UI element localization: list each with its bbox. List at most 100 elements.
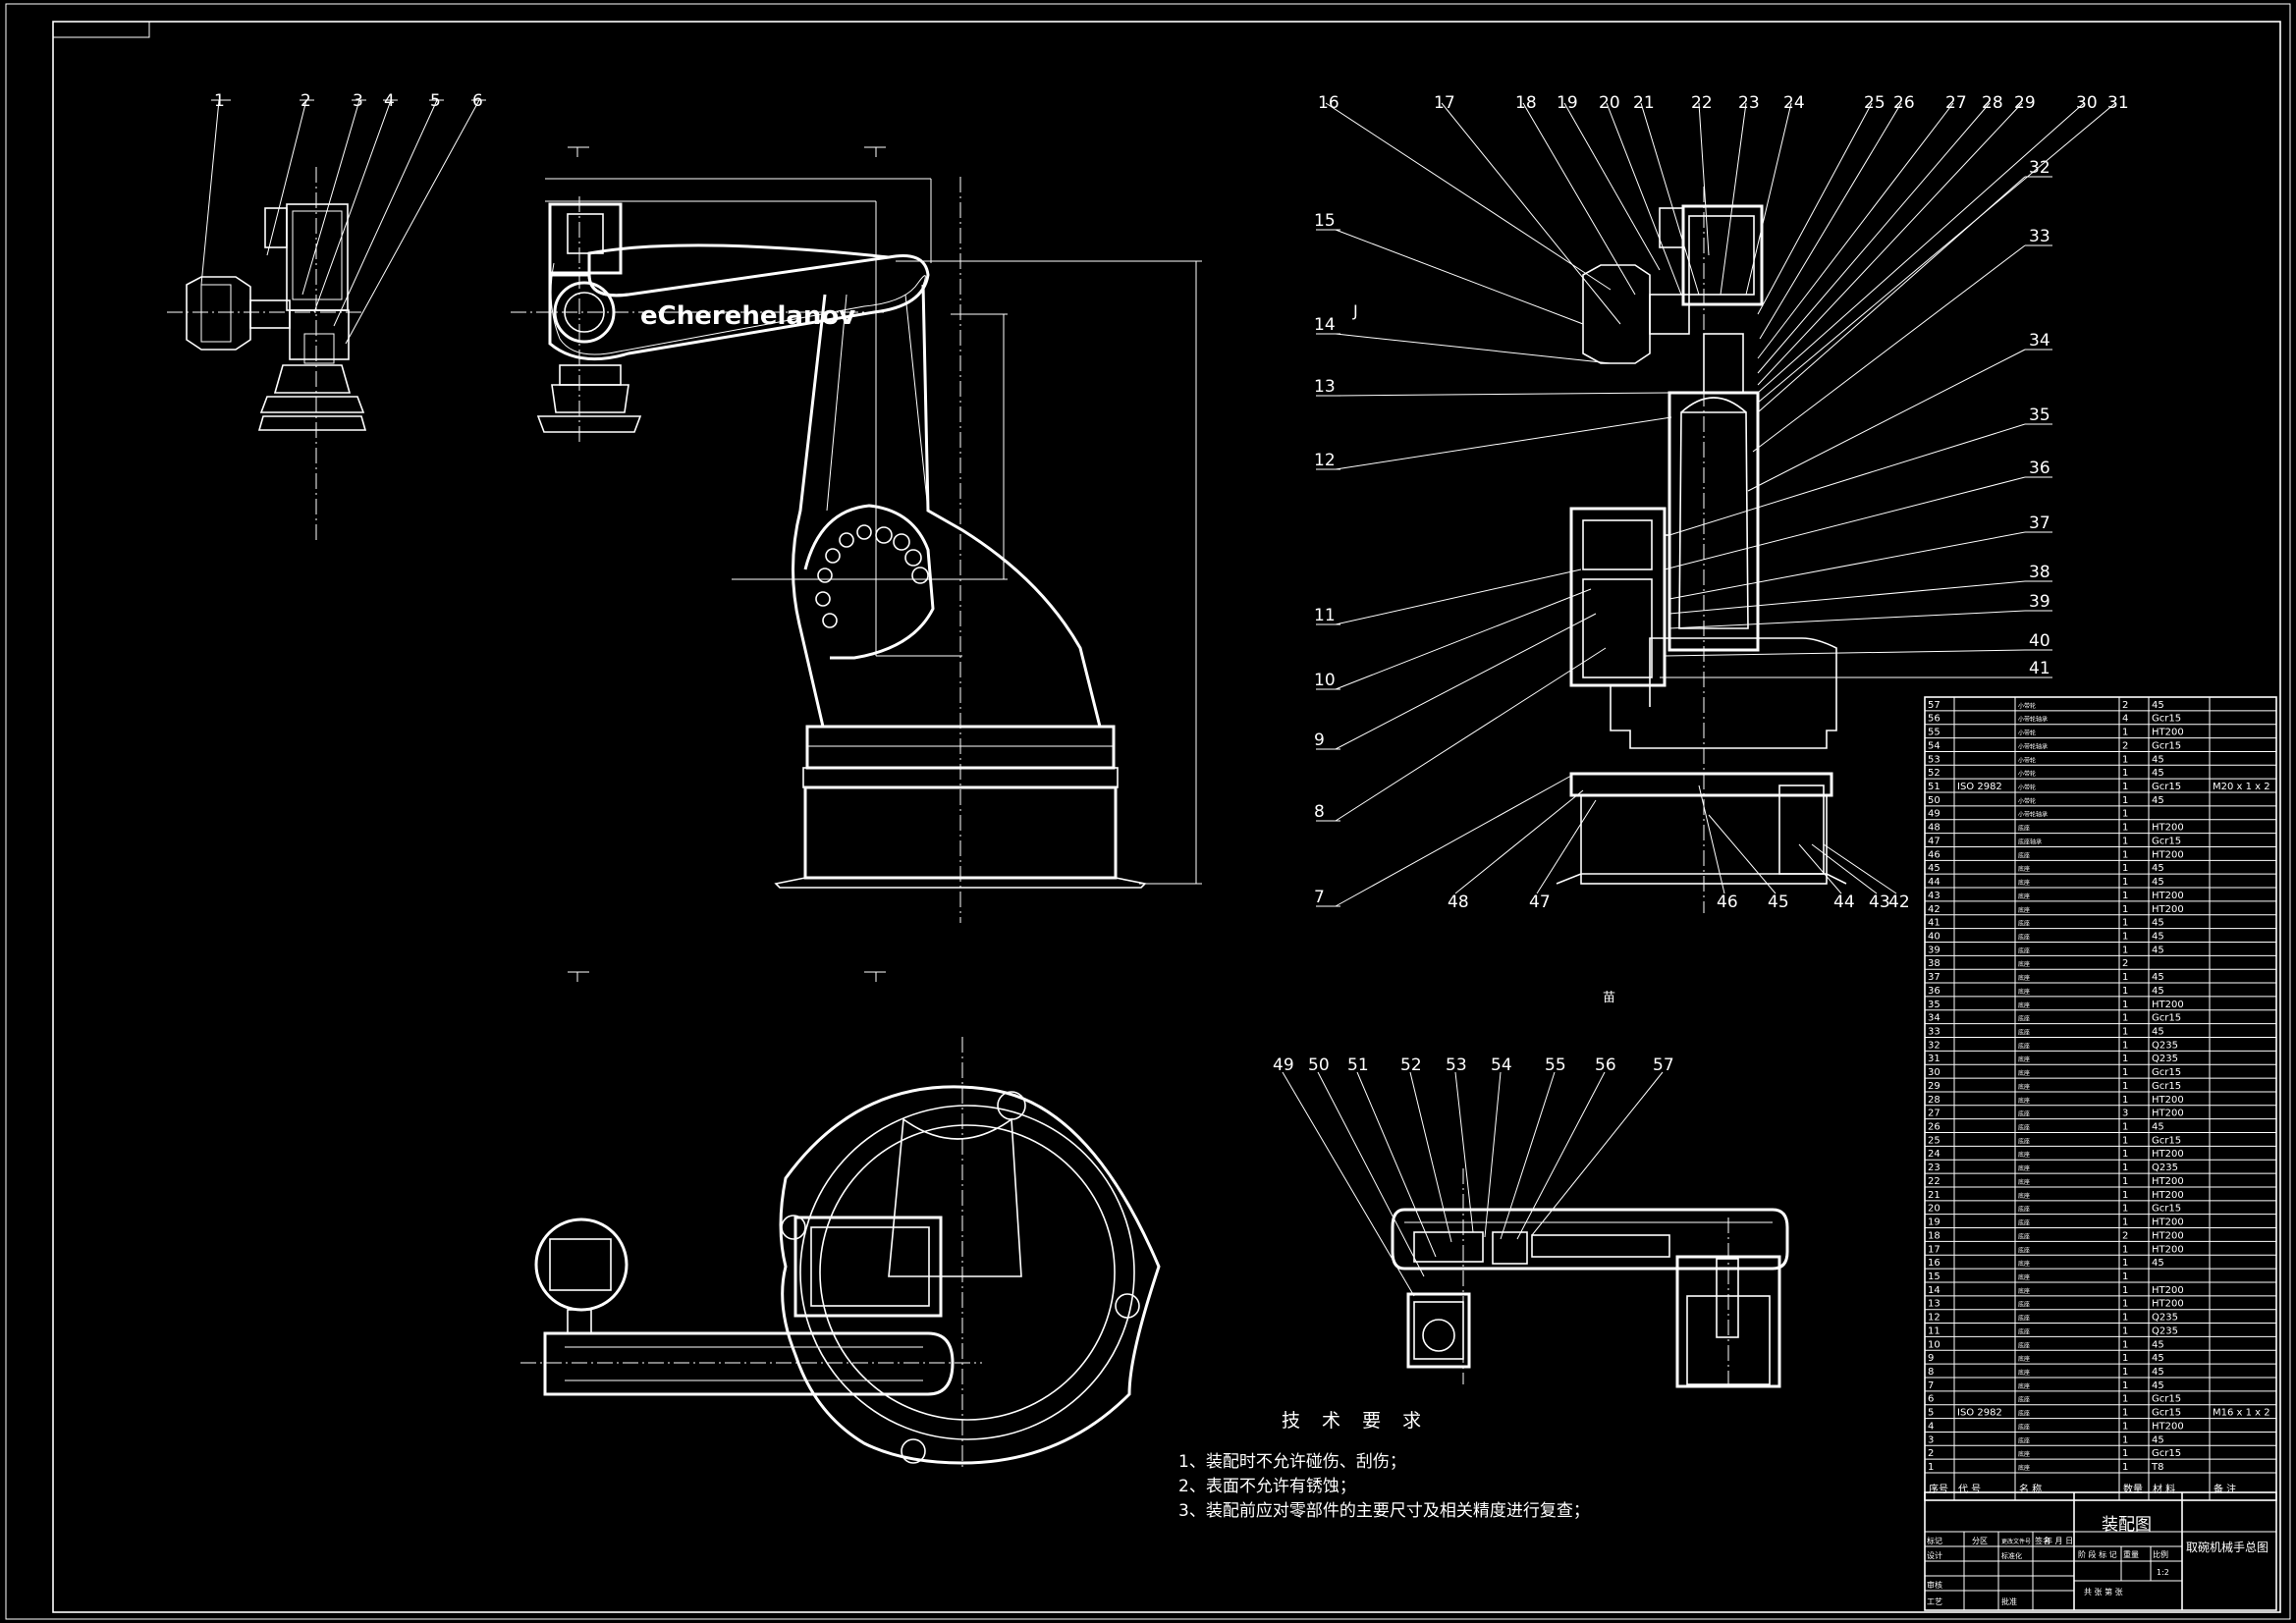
- approve-label: 批准: [2001, 1596, 2017, 1606]
- craft-label: 工艺: [1927, 1597, 1942, 1606]
- callout-14: 14: [1314, 315, 1336, 335]
- bom-cell-name: 底座: [2018, 1232, 2030, 1240]
- callout-15: 15: [1314, 211, 1336, 231]
- bom-cell-qty: 1: [2122, 986, 2128, 997]
- bom-cell-name: 小带轮轴承: [2018, 742, 2048, 750]
- std-label: 标准化: [2001, 1551, 2022, 1560]
- bom-cell-qty: 1: [2122, 1258, 2128, 1269]
- bom-cell-qty: 1: [2122, 1408, 2128, 1419]
- bom-cell-qty: 1: [2122, 945, 2128, 955]
- bom-cell-mat: Q235: [2152, 1325, 2178, 1336]
- bom-cell-mat: HT200: [2152, 823, 2184, 834]
- callout-49: 49: [1273, 1055, 1294, 1075]
- bom-cell-no: 23: [1928, 1163, 1941, 1173]
- bom-cell-no: 47: [1928, 836, 1941, 846]
- bom-cell-name: 底座: [2018, 1464, 2030, 1472]
- bom-cell-mat: HT200: [2152, 1244, 2184, 1255]
- callout-30: 30: [2076, 93, 2098, 113]
- callout-28: 28: [1982, 93, 2003, 113]
- bom-cell-name: 底座: [2018, 1436, 2030, 1444]
- bom-cell-mat: 45: [2152, 1258, 2164, 1269]
- bom-cell-no: 12: [1928, 1313, 1941, 1324]
- bom-cell-name: 小带轮: [2018, 797, 2036, 805]
- bom-cell-mat: Q235: [2152, 1163, 2178, 1173]
- bom-cell-name: 底座: [2018, 906, 2030, 914]
- bom-cell-qty: 1: [2122, 1353, 2128, 1364]
- callout-13: 13: [1314, 377, 1336, 397]
- callout-38: 38: [2029, 563, 2050, 582]
- callout-19: 19: [1557, 93, 1578, 113]
- bom-cell-no: 56: [1928, 714, 1941, 725]
- bom-cell-name: 底座: [2018, 1015, 2030, 1023]
- callout-8: 8: [1314, 802, 1325, 822]
- bom-cell-name: 底座: [2018, 1423, 2030, 1431]
- bom-cell-mat: 45: [2152, 863, 2164, 874]
- callout-25: 25: [1864, 93, 1886, 113]
- bom-cell-name: 小带轮: [2018, 756, 2036, 764]
- bom-cell-no: 31: [1928, 1054, 1941, 1064]
- bom-cell-no: 46: [1928, 849, 1941, 860]
- bom-cell-name: 小带轮轴承: [2018, 716, 2048, 724]
- bom-cell-qty: 1: [2122, 768, 2128, 779]
- callout-3: 3: [353, 91, 363, 111]
- bom-cell-mat: 45: [2152, 877, 2164, 888]
- bom-cell-no: 2: [1928, 1448, 1934, 1459]
- drawing-name: 装配图: [2102, 1515, 2152, 1535]
- callout-47: 47: [1529, 893, 1551, 912]
- bom-cell-mat: Gcr15: [2152, 1394, 2181, 1405]
- bom-cell-qty: 1: [2122, 782, 2128, 792]
- bom-cell-name: 底座: [2018, 1029, 2030, 1037]
- bom-cell-mat: Gcr15: [2152, 1135, 2181, 1146]
- bom-cell-name: 底座: [2018, 1178, 2030, 1186]
- bom-cell-name: 底座轴承: [2018, 838, 2042, 845]
- tech-item-1: 1、装配时不允许碰伤、刮伤；: [1178, 1452, 1406, 1472]
- bom-cell-mat: 45: [2152, 1122, 2164, 1133]
- bom-cell-mat: 45: [2152, 1434, 2164, 1445]
- bom-cell-name: 底座: [2018, 1369, 2030, 1377]
- bom-cell-qty: 1: [2122, 1421, 2128, 1432]
- bom-cell-name: 底座: [2018, 1327, 2030, 1335]
- bom-cell-no: 11: [1928, 1325, 1941, 1336]
- bom-cell-mat: Gcr15: [2152, 1204, 2181, 1215]
- bom-cell-mat: Gcr15: [2152, 740, 2181, 751]
- bom-cell-no: 27: [1928, 1109, 1941, 1119]
- bom-cell-no: 1: [1928, 1462, 1934, 1473]
- bom-cell-qty: 1: [2122, 931, 2128, 942]
- bom-cell-mat: HT200: [2152, 1176, 2184, 1187]
- top-view: [520, 1037, 1161, 1468]
- bom-cell-qty: 2: [2122, 1230, 2128, 1241]
- bom-cell-name: 底座: [2018, 1151, 2030, 1159]
- bom-cell-name: 小带轮: [2018, 770, 2036, 778]
- bom-cell-no: 24: [1928, 1149, 1941, 1160]
- bom-cell-mat: HT200: [2152, 1217, 2184, 1228]
- callout-37: 37: [2029, 514, 2050, 533]
- bom-cell-name: 底座: [2018, 1450, 2030, 1458]
- bom-cell-name: 底座: [2018, 879, 2030, 887]
- bom-cell-mat: 45: [2152, 1353, 2164, 1364]
- bom-cell-qty: 1: [2122, 1013, 2128, 1024]
- bom-cell-qty: 4: [2122, 714, 2128, 725]
- bom-header-note: 备 注: [2214, 1483, 2236, 1495]
- bom-cell-no: 44: [1928, 877, 1941, 888]
- callout-43: 43: [1869, 893, 1890, 912]
- bom-cell-mat: Gcr15: [2152, 1408, 2181, 1419]
- sign-label: 签名: [2035, 1536, 2050, 1545]
- bom-cell-no: 49: [1928, 809, 1941, 820]
- bom-cell-qty: 1: [2122, 809, 2128, 820]
- bom-cell-name: 底座: [2018, 1301, 2030, 1309]
- callout-22: 22: [1691, 93, 1713, 113]
- bom-cell-no: 33: [1928, 1027, 1941, 1038]
- bom-cell-mat: HT200: [2152, 1299, 2184, 1310]
- bom-cell-mat: Gcr15: [2152, 1013, 2181, 1024]
- bom-cell-mat: 45: [2152, 1027, 2164, 1038]
- bom-cell-note: M16 x 1 x 2: [2213, 1408, 2270, 1419]
- bom-cell-mat: Gcr15: [2152, 836, 2181, 846]
- bom-cell-mat: 45: [2152, 1339, 2164, 1350]
- bom-cell-mat: Q235: [2152, 1313, 2178, 1324]
- bom-cell-name: 底座: [2018, 988, 2030, 996]
- bom-cell-qty: 1: [2122, 1271, 2128, 1282]
- bom-cell-name: 底座: [2018, 960, 2030, 968]
